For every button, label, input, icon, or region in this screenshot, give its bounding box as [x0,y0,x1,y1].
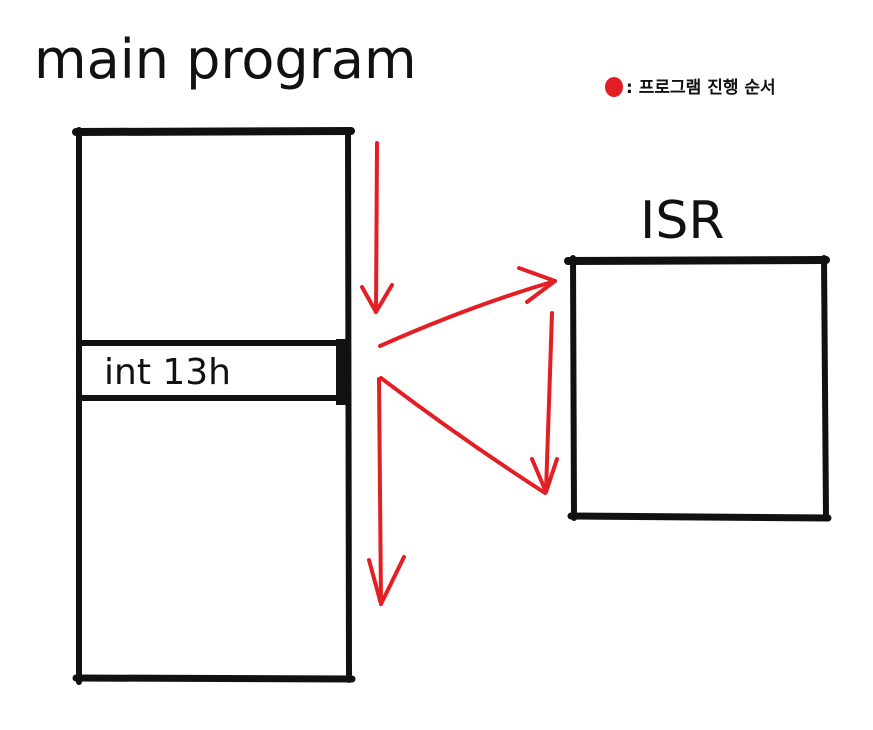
legend: : 프로그램 진행 순서 [605,77,776,98]
isr-title: ISR [640,191,724,251]
flow-arrows [360,141,559,606]
arrow-continue-main [367,377,406,606]
legend-label: : 프로그램 진행 순서 [626,78,776,98]
main-program-box [72,127,356,685]
legend-marker-icon [605,77,623,97]
arrow-main-to-interrupt [360,141,394,314]
arrow-return-from-isr [379,376,547,495]
arrow-isr-execution [530,311,559,494]
instruction-label: int 13h [104,352,231,393]
int-13h-row: int 13h [77,339,349,405]
main-program-title: main program [34,28,417,91]
isr-box [564,255,832,522]
arrow-interrupt-to-isr [378,266,557,348]
